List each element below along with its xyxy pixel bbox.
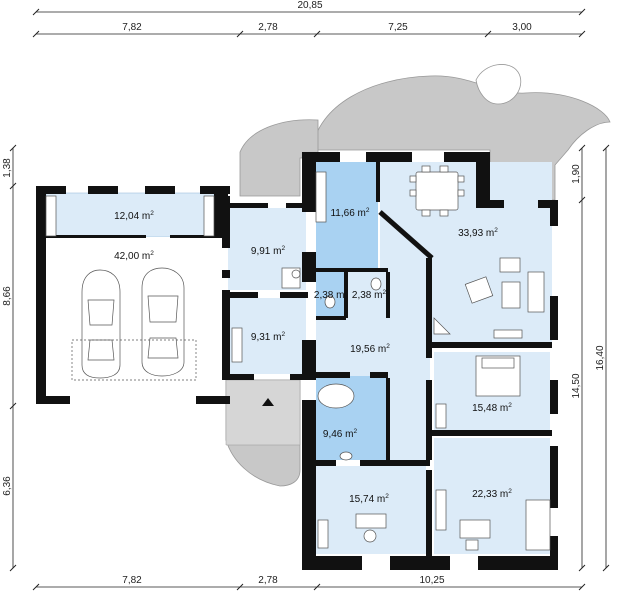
room-label-bedroom-1: 15,48 m2 bbox=[472, 402, 512, 414]
dim-top-3: 7,25 bbox=[388, 22, 408, 33]
dim-top-2: 2,78 bbox=[258, 22, 278, 33]
dim-right-2: 14,50 bbox=[571, 373, 582, 398]
room-label-garage-storage: 12,04 m2 bbox=[114, 210, 154, 222]
room-labels: 12,04 m2 42,00 m2 9,91 m2 11,66 m2 33,93… bbox=[114, 207, 512, 505]
room-fills bbox=[45, 162, 552, 554]
room-label-garage: 42,00 m2 bbox=[114, 250, 154, 262]
room-label-bedroom-3: 22,33 m2 bbox=[472, 488, 512, 500]
hall-angled-walls bbox=[378, 210, 434, 260]
room-label-hall: 19,56 m2 bbox=[350, 343, 390, 355]
dim-left-2: 8,66 bbox=[2, 286, 13, 306]
car-left bbox=[81, 269, 121, 379]
room-label-bathroom: 9,46 m2 bbox=[323, 428, 358, 440]
dim-right-total: 16,40 bbox=[595, 345, 606, 370]
dim-bottom-2: 2,78 bbox=[258, 575, 278, 586]
dim-left-3: 6,36 bbox=[2, 476, 13, 496]
car-right bbox=[141, 267, 185, 377]
dim-left-1: 1,38 bbox=[2, 158, 13, 178]
room-label-wc-1: 2,38 m2 bbox=[314, 289, 349, 301]
room-label-kitchen: 11,66 m2 bbox=[330, 207, 369, 219]
furniture bbox=[45, 165, 551, 551]
dim-bottom-3: 10,25 bbox=[419, 575, 444, 586]
dimension-lines bbox=[9, 8, 610, 591]
dim-top-4: 3,00 bbox=[512, 22, 532, 33]
dim-bottom-1: 7,82 bbox=[122, 575, 142, 586]
room-label-utility: 9,91 m2 bbox=[251, 245, 286, 257]
room-label-bedroom-2: 15,74 m2 bbox=[349, 493, 389, 505]
dimension-labels: 20,85 7,82 2,78 7,25 3,00 7,82 2,78 10,2… bbox=[2, 0, 606, 586]
dim-top-1: 7,82 bbox=[122, 22, 142, 33]
room-label-wc-2: 2,38 m2 bbox=[352, 289, 387, 301]
room-label-living: 33,93 m2 bbox=[458, 227, 498, 239]
walls bbox=[36, 152, 558, 570]
dim-right-1: 1,90 bbox=[571, 164, 582, 184]
room-label-office: 9,31 m2 bbox=[251, 331, 286, 343]
dim-top-total: 20,85 bbox=[297, 0, 322, 11]
